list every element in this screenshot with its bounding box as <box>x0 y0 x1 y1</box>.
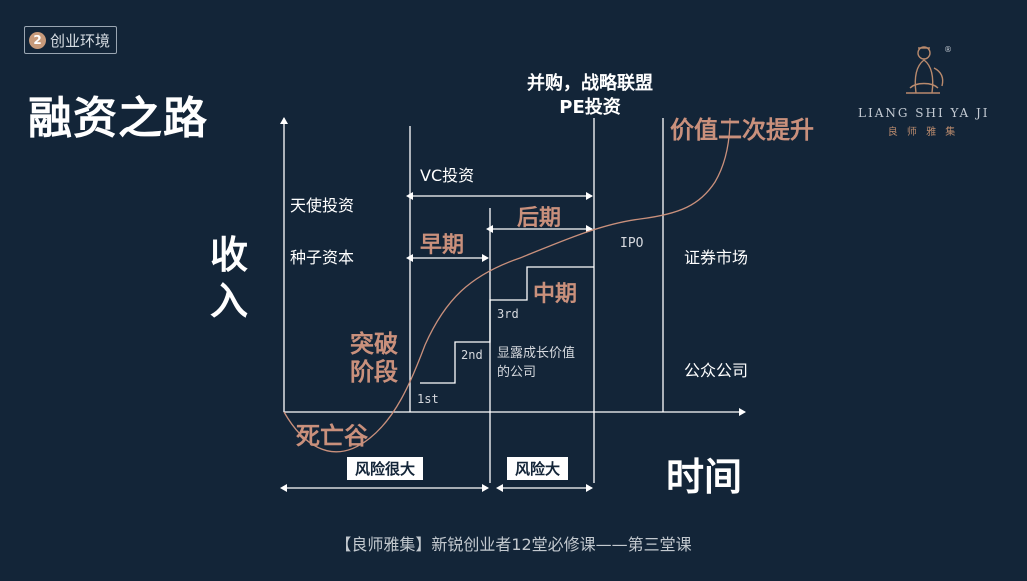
label-mid: 中期 <box>533 282 578 307</box>
label-vc: VC投资 <box>420 166 475 185</box>
label-ma: 并购，战略联盟 PE投资 <box>500 72 680 120</box>
label-ma-line2: PE投资 <box>559 97 621 118</box>
x-axis-label: 时间 <box>666 455 743 499</box>
label-round-1: 1st <box>417 392 439 406</box>
label-angel: 天使投资 <box>290 196 355 215</box>
brand-logo: ® LIANG SHI YA JI 良 师 雅 集 <box>858 38 988 138</box>
label-ma-line1: 并购，战略联盟 <box>527 73 653 94</box>
label-breakthrough: 突破 阶段 <box>350 330 398 386</box>
label-breakthrough-line2: 阶段 <box>350 358 398 386</box>
label-value-rise: 价值二次提升 <box>670 116 814 144</box>
label-round-2: 2nd <box>461 348 483 362</box>
risk-big-box: 风险大 <box>507 457 569 480</box>
y-axis-label: 收 入 <box>210 232 248 324</box>
registered-mark: ® <box>944 45 952 54</box>
footer-caption: 【良师雅集】新锐创业者12堂必修课——第三堂课 <box>335 535 692 554</box>
growth-curve <box>283 117 731 453</box>
label-public: 公众公司 <box>684 361 749 380</box>
label-death-valley: 死亡谷 <box>296 422 368 450</box>
y-axis-label-line1: 收 <box>210 233 249 277</box>
label-growth: 显露成长价值 的公司 <box>497 344 575 382</box>
label-late: 后期 <box>517 206 562 231</box>
label-round-3: 3rd <box>497 307 519 321</box>
section-number: 2 <box>29 31 46 49</box>
section-badge: 2 创业环境 <box>24 26 118 54</box>
label-early: 早期 <box>420 233 465 258</box>
page-title: 融资之路 <box>28 93 208 144</box>
section-label: 创业环境 <box>50 31 111 50</box>
label-growth-line1: 显露成长价值 <box>497 346 576 361</box>
label-seed: 种子资本 <box>290 248 355 267</box>
label-growth-line2: 的公司 <box>497 365 537 380</box>
label-breakthrough-line1: 突破 <box>350 330 398 358</box>
sage-figure-icon: ® <box>906 45 952 94</box>
brand-name: LIANG SHI YA JI <box>858 106 990 120</box>
y-axis-label-line2: 入 <box>210 279 249 323</box>
risk-high-box: 风险很大 <box>347 457 424 480</box>
label-ipo: IPO <box>620 236 644 251</box>
brand-sub: 良 师 雅 集 <box>887 127 959 138</box>
round-steps <box>420 266 594 384</box>
label-securities: 证券市场 <box>684 248 749 267</box>
